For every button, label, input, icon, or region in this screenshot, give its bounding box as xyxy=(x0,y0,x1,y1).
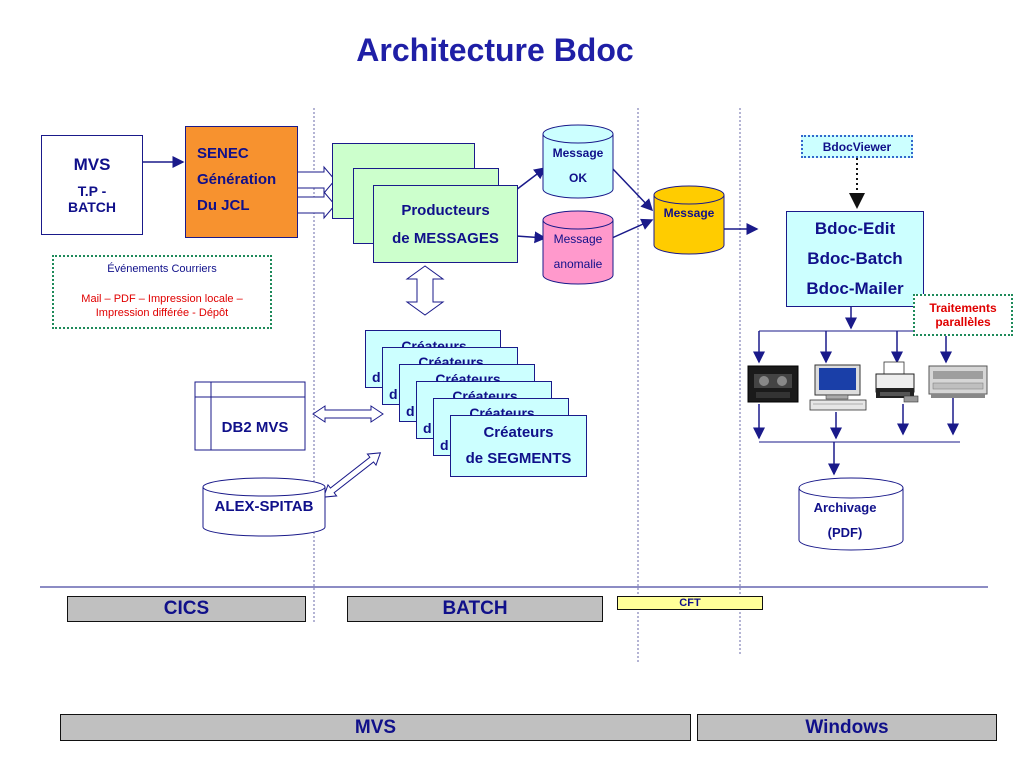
mvs-tp-batch-box: MVS T.P - BATCH xyxy=(41,135,143,235)
evenements-title: Événements Courriers xyxy=(107,263,217,275)
hollow-arrow-2 xyxy=(298,190,336,220)
bdocviewer-label: BdocViewer xyxy=(822,139,892,154)
createurs-stack-partial-3: d xyxy=(406,403,415,419)
createurs-front-line1: Créateurs xyxy=(483,424,554,441)
mvs-line3: BATCH xyxy=(68,199,116,215)
traitements-line2: parallèles xyxy=(935,315,991,329)
createurs-front-line2: de SEGMENTS xyxy=(465,450,572,467)
createurs-stack-partial-2: d xyxy=(389,386,398,402)
cft-bar: CFT xyxy=(617,596,763,610)
createurs-stack-partial-4: d xyxy=(423,420,432,436)
hollow-double-arrow-alex xyxy=(322,452,382,498)
alex-cylinder-shape xyxy=(202,477,326,537)
computer-terminal-icon xyxy=(809,364,867,411)
hollow-double-arrow-vertical xyxy=(405,265,445,316)
senec-line2: Génération xyxy=(197,171,277,188)
traitements-line1: Traitements xyxy=(929,301,997,315)
message-anomalie-label1: Message xyxy=(553,232,603,246)
windows-bar: Windows xyxy=(697,714,997,741)
laser-printer-icon xyxy=(928,365,988,398)
createurs-stack-partial-1: d xyxy=(372,369,381,385)
message-main-cylinder xyxy=(653,185,725,255)
producteurs-line2: de MESSAGES xyxy=(392,230,499,247)
createurs-stack-partial-5: d xyxy=(440,437,449,453)
db2-table-shape xyxy=(194,381,306,451)
message-ok-cylinder xyxy=(542,124,614,199)
hollow-arrow-1 xyxy=(298,165,336,195)
mvs-line2: T.P - xyxy=(77,183,107,199)
senec-box: SENEC Génération Du JCL xyxy=(185,126,298,238)
bdoc-mailer-label: Bdoc-Mailer xyxy=(806,279,904,298)
senec-line3: Du JCL xyxy=(197,197,250,214)
evenements-line2: Mail – PDF – Impression locale – xyxy=(81,293,243,305)
message-ok-label1: Message xyxy=(552,146,604,160)
alex-spitab-label: ALEX-SPITAB xyxy=(214,498,314,515)
traitements-paralleles-box: Traitements parallèles xyxy=(913,294,1013,336)
bdocviewer-box: BdocViewer xyxy=(801,135,913,158)
senec-line1: SENEC xyxy=(197,145,249,162)
message-main-label: Message xyxy=(663,206,715,220)
printer-icon xyxy=(875,361,919,403)
createurs-segments-box: Créateurs de SEGMENTS xyxy=(450,415,587,477)
tape-cartridge-icon xyxy=(747,365,799,403)
message-ok-label2: OK xyxy=(569,171,587,185)
archivage-cylinder xyxy=(798,477,904,551)
evenements-line3: Impression différée - Dépôt xyxy=(95,307,229,319)
db2-mvs-label: DB2 MVS xyxy=(221,419,289,436)
archivage-label2: (PDF) xyxy=(827,525,863,540)
message-anomalie-cylinder xyxy=(542,210,614,285)
producteurs-line1: Producteurs xyxy=(401,202,490,219)
mvs-bar: MVS xyxy=(60,714,691,741)
evenements-courriers-box: Événements Courriers Mail – PDF – Impres… xyxy=(52,255,272,329)
batch-bar: BATCH xyxy=(347,596,603,622)
mvs-title: MVS xyxy=(73,155,111,174)
cics-bar: CICS xyxy=(67,596,306,622)
bdoc-box: Bdoc-Edit Bdoc-Batch Bdoc-Mailer xyxy=(786,211,924,307)
page-title: Architecture Bdoc xyxy=(356,32,634,68)
producteurs-box: Producteurs de MESSAGES xyxy=(373,185,518,263)
hollow-double-arrow-db2 xyxy=(312,405,384,423)
bdoc-batch-label: Bdoc-Batch xyxy=(807,249,903,268)
message-anomalie-label2: anomalie xyxy=(553,257,603,271)
bdoc-edit-label: Bdoc-Edit xyxy=(814,219,896,238)
archivage-label1: Archivage xyxy=(813,500,877,515)
